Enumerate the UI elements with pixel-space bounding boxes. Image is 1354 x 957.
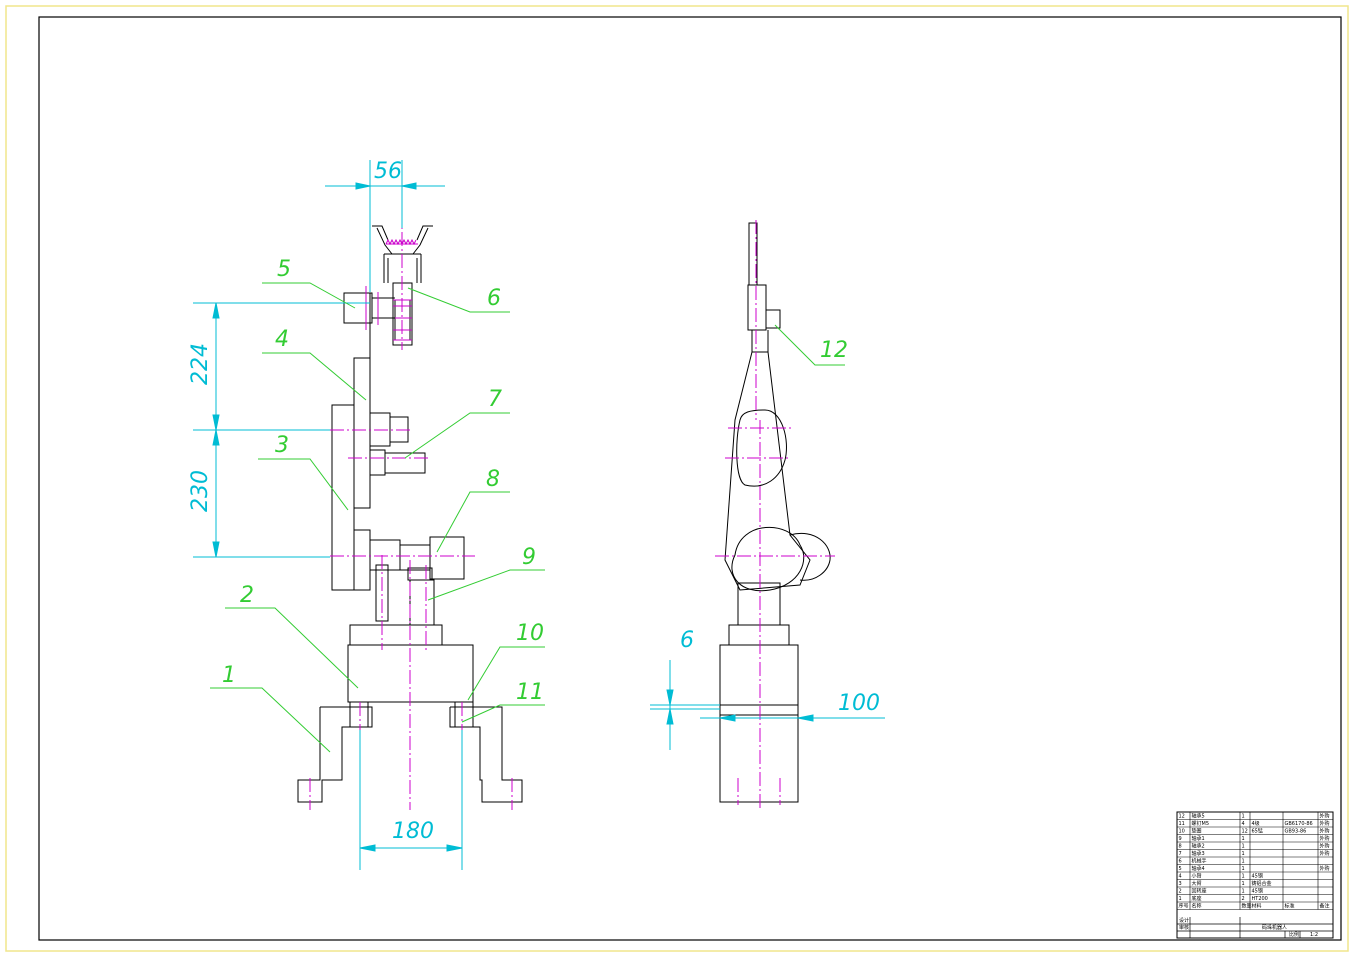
balloon-1: 1: [222, 663, 236, 688]
tb-cell-qty: 1: [1242, 881, 1245, 887]
balloon-8: 8: [486, 467, 500, 492]
tb-cell-qty: 1: [1242, 866, 1245, 872]
sheet-outer-border: [5, 5, 1349, 952]
side-arm-outline: [724, 351, 811, 591]
tb-drawing-name: 码垛机器人: [1262, 924, 1287, 931]
tb-cell-qty: 1: [1242, 889, 1245, 895]
tb-cell-qty: 1: [1242, 844, 1245, 850]
tb-cell-qty: 1: [1242, 859, 1245, 865]
tb-cell-qty: 1: [1242, 836, 1245, 842]
side-view: [719, 222, 831, 803]
tb-cell-note: 外购: [1320, 843, 1330, 850]
tb-cell-note: 外购: [1320, 813, 1330, 820]
tb-cell-note: 外购: [1320, 828, 1330, 835]
tb-cell-qty: 1: [1242, 814, 1245, 820]
tb-cell-name: 回转座: [1192, 888, 1207, 895]
side-base: [719, 714, 799, 803]
dim-6: 6: [680, 628, 694, 653]
upper-arm: [331, 404, 355, 591]
tb-cell-name: 轴承2: [1192, 843, 1205, 850]
tb-cell-qty: 数量: [1242, 903, 1252, 910]
tb-cell-qty: 12: [1242, 829, 1248, 835]
tb-cell-no: 4: [1179, 874, 1182, 880]
tb-cell-no: 11: [1179, 821, 1185, 827]
tb-cell-material: 65锰: [1252, 828, 1263, 835]
balloon-11: 11: [516, 680, 544, 705]
tb-cell-qty: 1: [1242, 851, 1245, 857]
base-right: [449, 706, 523, 803]
tb-cell-material: 45钢: [1252, 888, 1263, 895]
tb-cell-no: 10: [1179, 829, 1185, 835]
tb-cell-standard: 标准: [1285, 903, 1295, 910]
balloon-5: 5: [277, 257, 291, 282]
dim-224: 224: [188, 343, 213, 385]
tb-cell-name: 底座: [1192, 895, 1202, 902]
balloon-12: 12: [820, 338, 848, 363]
forearm: [353, 357, 371, 509]
dim-56: 56: [374, 159, 402, 184]
tb-cell-material: 铸铝合金: [1252, 880, 1272, 887]
tb-scale: 1:2: [1310, 932, 1318, 938]
dim-100: 100: [838, 691, 880, 716]
balloon-3: 3: [275, 433, 289, 458]
tb-cell-no: 8: [1179, 844, 1182, 850]
tb-cell-standard: GB6170-86: [1285, 821, 1313, 827]
side-turntable: [719, 644, 799, 706]
tb-cell-qty: 2: [1242, 896, 1245, 902]
balloon-4: 4: [275, 327, 289, 352]
tb-cell-name: 轴承5: [1192, 813, 1205, 820]
dim-180: 180: [392, 819, 434, 844]
tb-cell-name: 机械手: [1192, 858, 1207, 865]
tb-cell-standard: GB93-86: [1285, 829, 1307, 835]
tb-cell-no: 9: [1179, 836, 1182, 842]
tb-cell-note: 备注: [1320, 903, 1330, 910]
tb-scale-label: 比例: [1289, 931, 1299, 938]
balloon-10: 10: [516, 621, 544, 646]
tb-cell-name: 名称: [1192, 903, 1202, 910]
dim-230: 230: [188, 470, 213, 512]
balloon-7: 7: [488, 387, 502, 412]
balloon-9: 9: [522, 545, 536, 570]
tb-cell-name: 小臂: [1192, 873, 1202, 880]
tb-cell-name: 螺钉M5: [1192, 820, 1210, 827]
tb-cell-no: 1: [1179, 896, 1182, 902]
balloon-6: 6: [487, 286, 501, 311]
tb-cell-name: 垫圈: [1192, 828, 1202, 835]
balloon-leaders: [210, 282, 845, 753]
dimension-lines: [193, 160, 885, 870]
sheet-inner-border: [38, 16, 1342, 941]
tb-cell-no: 序号: [1179, 903, 1189, 910]
wrist-housing: [343, 292, 373, 324]
tb-cell-note: 外购: [1320, 865, 1330, 872]
tb-cell-name: 轴承3: [1192, 850, 1205, 857]
tb-cell-name: 大臂: [1192, 880, 1202, 887]
balloon-2: 2: [240, 583, 254, 608]
tb-cell-no: 6: [1179, 859, 1182, 865]
tb-cell-note: 外购: [1320, 835, 1330, 842]
tb-cell-note: 外购: [1320, 820, 1330, 827]
front-view: [297, 225, 523, 803]
tb-cell-no: 5: [1179, 866, 1182, 872]
base-left: [297, 706, 373, 803]
tb-cell-no: 7: [1179, 851, 1182, 857]
tb-cell-no: 3: [1179, 881, 1182, 887]
tb-cell-qty: 1: [1242, 874, 1245, 880]
tb-review-label: 审核: [1179, 924, 1189, 931]
tb-cell-qty: 4: [1242, 821, 1245, 827]
side-centerlines: [715, 220, 835, 810]
tb-cell-no: 12: [1179, 814, 1185, 820]
tb-cell-name: 轴承4: [1192, 865, 1205, 872]
tb-design-label: 设计: [1179, 917, 1189, 924]
tb-cell-material: 45钢: [1252, 873, 1263, 880]
tb-cell-material: 4级: [1252, 820, 1260, 827]
tb-cell-material: HT200: [1252, 896, 1268, 902]
tb-cell-no: 2: [1179, 889, 1182, 895]
tb-cell-material: 材料: [1252, 903, 1262, 910]
tb-cell-note: 外购: [1320, 850, 1330, 857]
tb-cell-name: 轴承1: [1192, 835, 1205, 842]
